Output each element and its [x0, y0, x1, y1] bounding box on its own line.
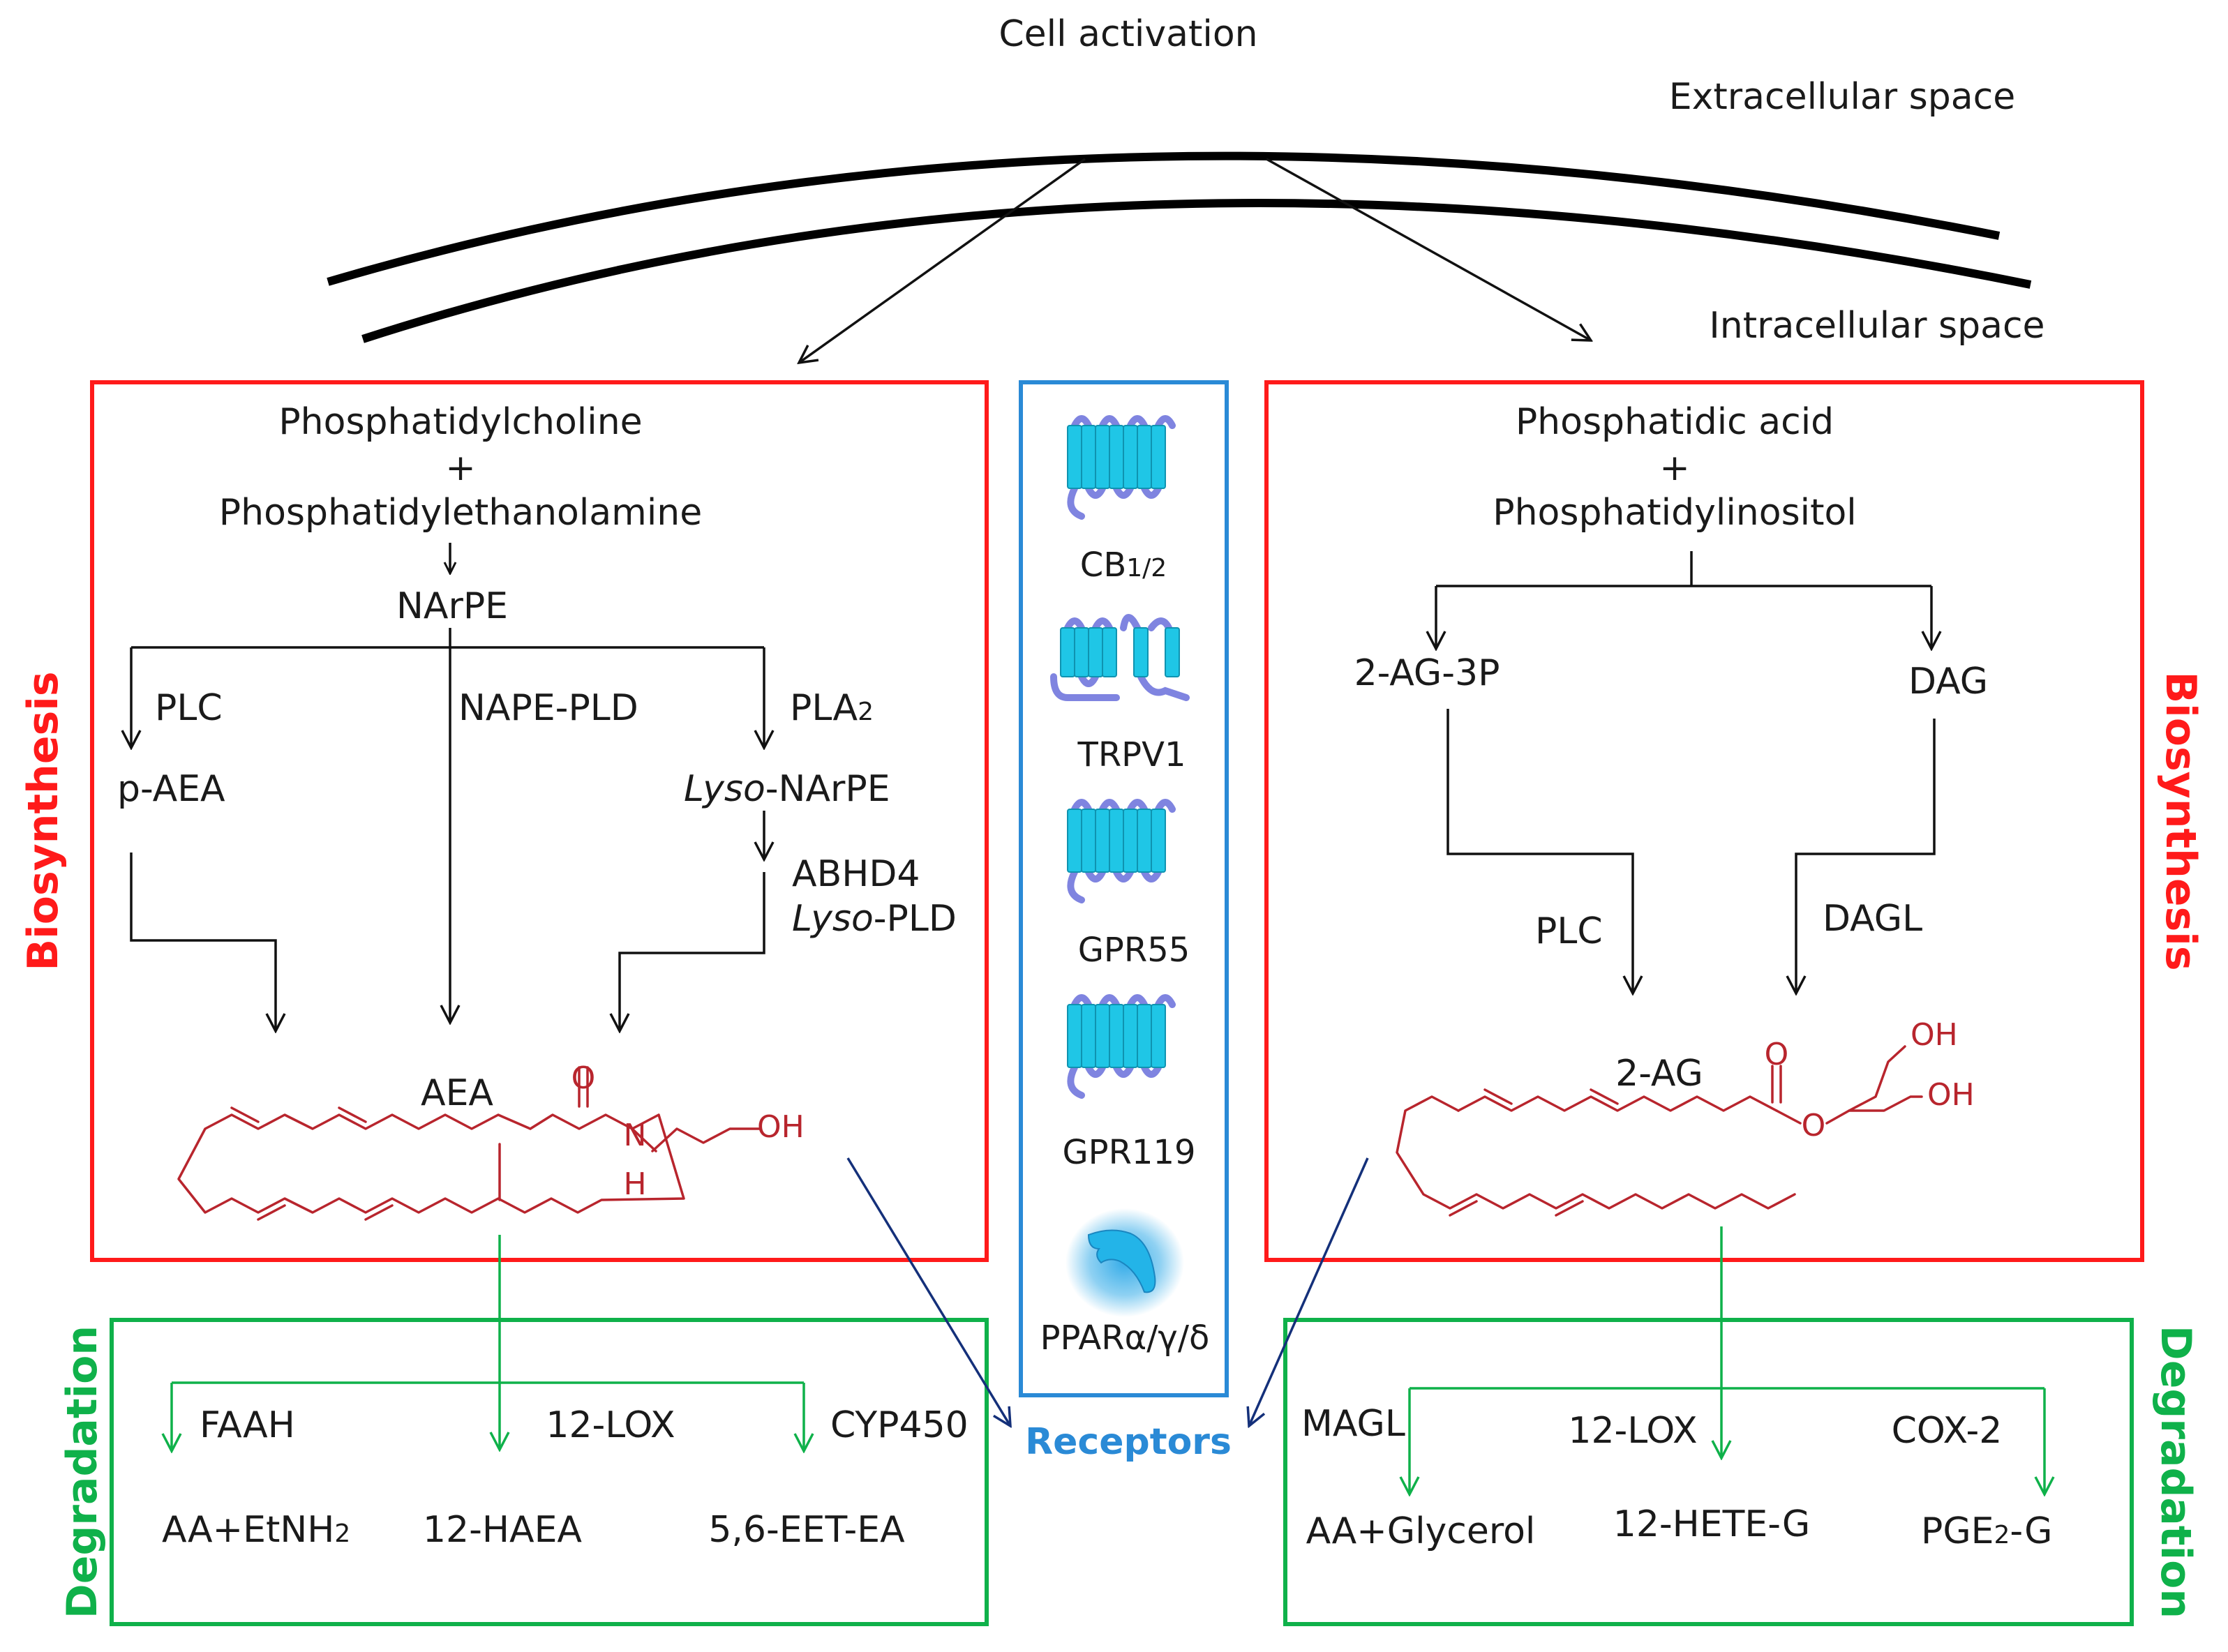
trpv1-receptor-icon [1050, 614, 1190, 701]
2ag-structure [1396, 1045, 1923, 1217]
right-degradation-box [1283, 1318, 2134, 1626]
aea-label: AEA [421, 1072, 493, 1114]
2ag3p-to-2ag-arrow [1446, 709, 1633, 993]
dagl-enzyme-label: DAGL [1823, 898, 1922, 940]
trpv1-receptor-label: TRPV1 [1077, 735, 1186, 774]
pge2-rest: -G [2010, 1510, 2052, 1552]
extracellular-space-label: Extracellular space [1669, 76, 2015, 118]
cyp450-label: CYP450 [830, 1404, 969, 1446]
abhd4-label: ABHD4 [792, 853, 920, 895]
left-degradation-box [110, 1318, 989, 1626]
12-haea-label: 12-HAEA [423, 1509, 582, 1551]
pla2-enzyme-label: PLA2 [790, 687, 874, 729]
pla2-subscript: 2 [858, 698, 874, 726]
phosphatidic-acid-label: Phosphatidic acid [1516, 401, 1834, 443]
intracellular-space-label: Intracellular space [1709, 305, 2044, 347]
phosphatidylcholine-label: Phosphatidylcholine [278, 401, 642, 443]
activation-arrow-right [1266, 158, 1591, 340]
2ag-hydroxyl-2: OH [1927, 1077, 1975, 1113]
dag-to-2ag-arrow [1796, 719, 1936, 993]
gpr55-receptor-icon [1067, 799, 1176, 903]
p-aea-to-aea-arrow [130, 853, 276, 1031]
aa-etnh2-label: AA+EtNH2 [162, 1509, 350, 1551]
cell-activation-title: Cell activation [999, 13, 1257, 55]
lyso-narpe-label: Lyso-NArPE [684, 768, 890, 810]
aa-glycerol-label: AA+Glycerol [1306, 1510, 1536, 1552]
gpr55-receptor-label: GPR55 [1078, 931, 1190, 970]
faah-label: FAAH [200, 1404, 295, 1446]
aa-etnh2-subscript: 2 [334, 1519, 350, 1548]
lyso-narpe-italic: Lyso [684, 768, 765, 810]
2ag-carbonyl-o: O [1765, 1037, 1789, 1072]
lyso-pld-to-aea-arrow [620, 872, 765, 1031]
cb-receptor-icon [1067, 415, 1176, 520]
aea-amide-h: H [623, 1166, 646, 1202]
inner-membrane [361, 199, 2032, 343]
lyso-pld-rest: -PLD [874, 898, 957, 940]
left-plus-sign: + [445, 447, 476, 489]
phosphatidylinositol-label: Phosphatidylinositol [1493, 492, 1857, 534]
gpr119-receptor-label: GPR119 [1062, 1133, 1195, 1172]
aea-structure [177, 1066, 762, 1221]
left-degradation-label: Degradation [58, 1326, 107, 1619]
pge2-subscript: 2 [1994, 1521, 2010, 1549]
right-degradation-label: Degradation [2151, 1326, 2200, 1619]
aea-amide-n: N [624, 1118, 647, 1153]
plc-enzyme-label-right: PLC [1535, 910, 1603, 952]
left-biosynthesis-label: Biosynthesis [19, 671, 68, 970]
outer-membrane [327, 151, 2001, 286]
ppar-receptor-label: PPARα/γ/δ [1040, 1319, 1210, 1358]
dag-label: DAG [1908, 661, 1988, 703]
lyso-narpe-rest: -NArPE [765, 768, 890, 810]
gpr119-receptor-icon [1067, 994, 1176, 1099]
plc-enzyme-label: PLC [155, 687, 223, 729]
nape-pld-enzyme-label: NAPE-PLD [458, 687, 638, 729]
56-eet-ea-label: 5,6-EET-EA [708, 1509, 905, 1551]
right-biosynthesis-label: Biosynthesis [2156, 671, 2205, 970]
receptors-title: Receptors [1025, 1421, 1232, 1463]
magl-label: MAGL [1301, 1403, 1405, 1445]
right-biosynthesis-box [1264, 380, 2144, 1262]
cox2-label: COX-2 [1892, 1410, 2003, 1452]
aa-etnh2-main: AA+EtNH [162, 1509, 334, 1551]
lyso-pld-label: Lyso-PLD [792, 898, 957, 940]
activation-arrow-left [799, 158, 1086, 363]
aea-hydroxyl: OH [757, 1109, 805, 1145]
2ag-hydroxyl-1: OH [1911, 1017, 1958, 1053]
2ag-label: 2-AG [1615, 1053, 1703, 1095]
2ag-ester-o: O [1802, 1108, 1826, 1143]
aea-carbonyl-o: O [571, 1060, 596, 1096]
p-aea-label: p-AEA [117, 768, 225, 810]
2ag-to-receptors-arrow [1249, 1157, 1369, 1426]
receptor-box [1019, 380, 1229, 1397]
cb-receptor-label: CB1/2 [1080, 546, 1167, 585]
pge2-main: PGE [1921, 1510, 1994, 1552]
cb-subscript: 1/2 [1126, 554, 1167, 583]
left-biosynthesis-box [90, 380, 989, 1262]
ppar-receptor-icon [1066, 1208, 1184, 1317]
12-hete-g-label: 12-HETE-G [1613, 1503, 1810, 1545]
2ag3p-label: 2-AG-3P [1354, 652, 1500, 694]
lyso-pld-italic: Lyso [792, 898, 874, 940]
pla2-main: PLA [790, 687, 858, 729]
narpe-label: NArPE [396, 585, 508, 627]
left-12lox-label: 12-LOX [546, 1404, 675, 1446]
phosphatidylethanolamine-label: Phosphatidylethanolamine [219, 492, 702, 534]
cb-main: CB [1080, 546, 1126, 585]
right-12lox-label: 12-LOX [1568, 1410, 1697, 1452]
right-plus-sign: + [1659, 447, 1690, 489]
aea-to-receptors-arrow [846, 1157, 1010, 1426]
pge2-g-label: PGE2-G [1921, 1510, 2052, 1552]
